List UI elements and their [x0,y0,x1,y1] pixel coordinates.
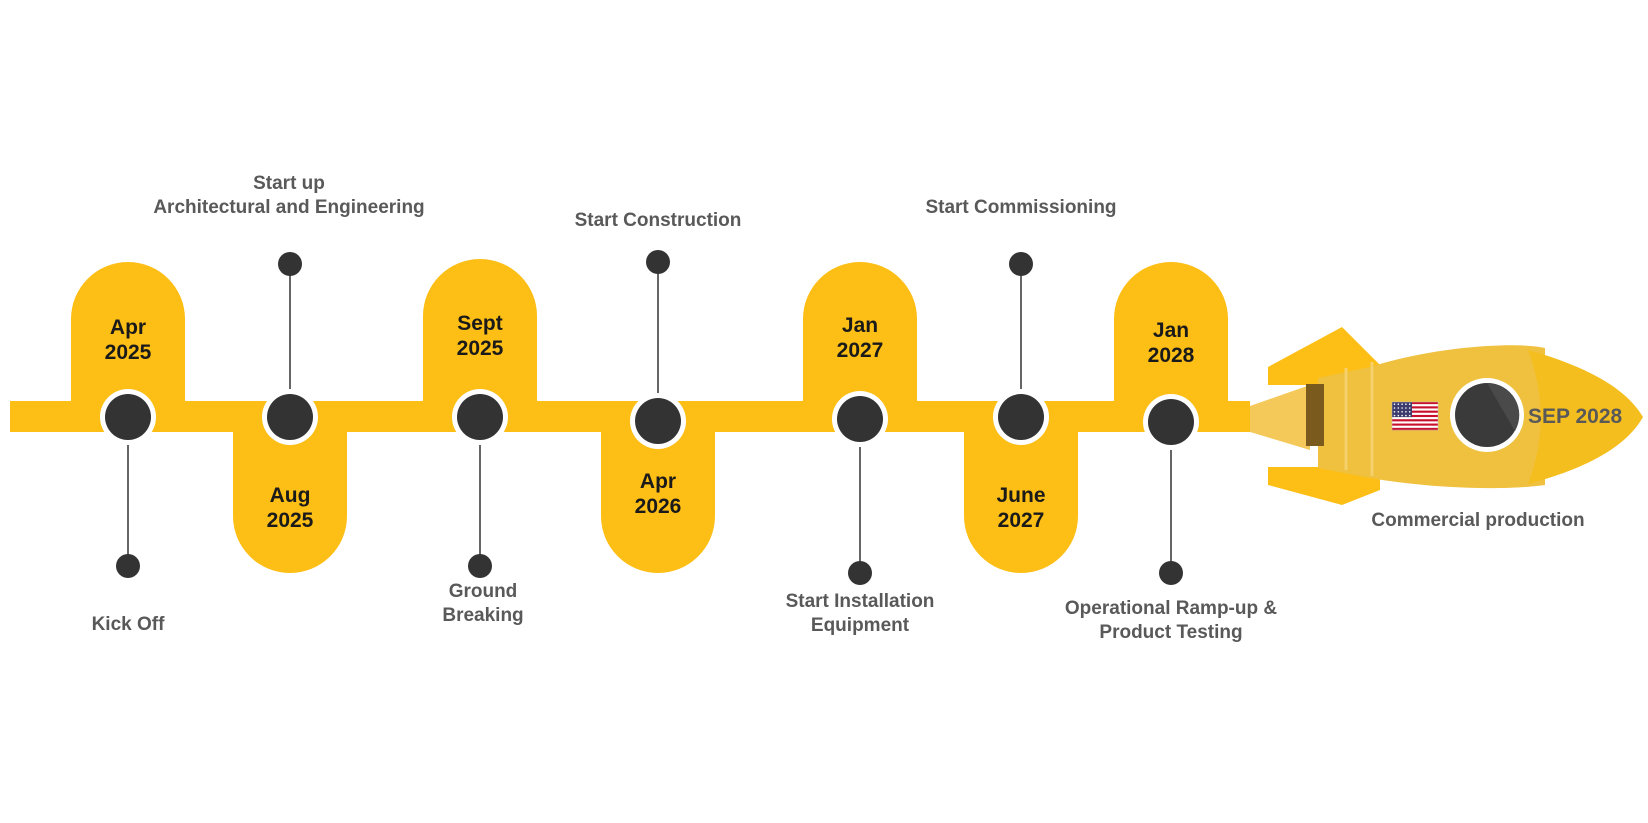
us-flag-icon [1391,401,1439,431]
date-lobe-4 [601,430,715,573]
rocket-nozzle [1306,384,1324,446]
milestone-date-1: Apr 2025 [104,316,152,364]
connector-dot-3 [468,554,492,578]
final-date-label: SEP 2028 [1528,405,1623,428]
connector-dot-7 [1159,561,1183,585]
connector-dot-4 [646,250,670,274]
node-3 [457,394,503,440]
milestone-label-1: Kick Off [91,614,165,635]
connector-dot-1 [116,554,140,578]
milestone-date-6: June 2027 [996,484,1046,532]
connector-dot-6 [1009,252,1033,276]
milestone-date-4: Apr 2026 [634,470,682,518]
rocket [1210,327,1643,505]
rocket-fin-top [1268,327,1380,385]
node-4 [635,398,681,444]
node-6 [998,394,1044,440]
node-7 [1148,399,1194,445]
track-bar [10,401,1250,432]
date-lobe-5 [803,262,917,403]
milestone-date-5: Jan 2027 [836,314,884,362]
rocket-fin-bottom [1268,467,1380,505]
node-2 [267,394,313,440]
rocket-porthole-shine [1487,382,1520,431]
milestone-date-7: Jan 2028 [1147,319,1195,367]
connector-dot-2 [278,252,302,276]
milestone-label-4: Start Construction [574,210,742,231]
milestone-nodes [100,389,1199,450]
date-lobe-1 [71,262,185,403]
rocket-nose [1528,350,1643,484]
rocket-exhaust [1210,385,1310,450]
node-5 [837,396,883,442]
date-lobe-3 [423,259,537,403]
node-1 [105,394,151,440]
milestone-label-5: Start Installation Equipment [785,591,935,636]
milestone-label-6: Start Commissioning [925,197,1117,218]
final-milestone-label: Commercial production [1371,510,1585,531]
milestone-label-7: Operational Ramp-up & Product Testing [1064,598,1278,643]
date-lobe-6 [964,430,1078,573]
connector-dot-5 [848,561,872,585]
date-lobe-7 [1114,262,1228,403]
date-lobe-2 [233,430,347,573]
milestone-date-2: Aug 2025 [266,484,314,532]
milestone-label-3: Ground Breaking [442,581,524,626]
milestone-label-2: Start up Architectural and Engineering [153,173,425,218]
milestone-date-3: Sept 2025 [456,312,504,360]
